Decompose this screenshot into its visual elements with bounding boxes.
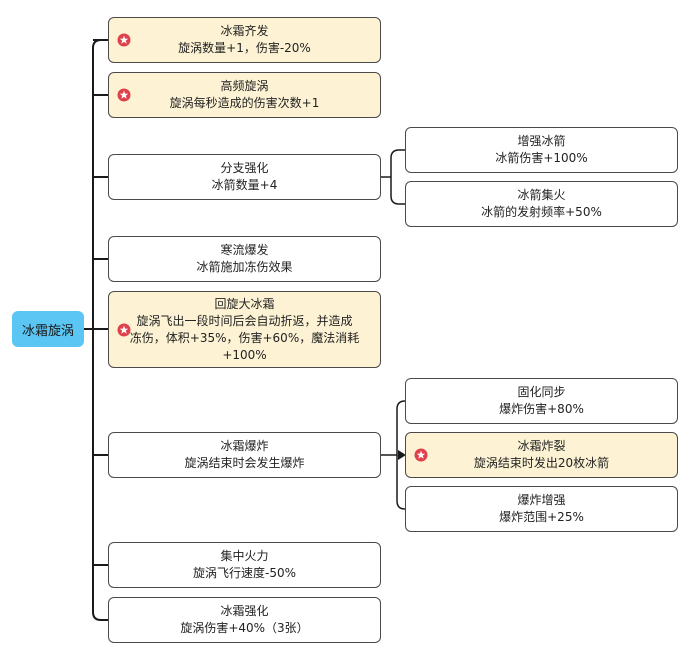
star-badge-icon	[117, 33, 131, 47]
node-guhua-tongbu: 固化同步 爆炸伤害+80%	[405, 378, 678, 424]
node-title: 集中火力	[220, 549, 269, 563]
connector-sub-bracket	[390, 149, 405, 205]
node-title: 回旋大冰霜	[214, 296, 275, 311]
node-hanliu-baofa: 寒流爆发 冰箭施加冻伤效果	[108, 236, 381, 282]
node-desc: 爆炸范围+25%	[499, 510, 584, 524]
root-node: 冰霜旋涡	[12, 311, 84, 347]
node-title: 冰霜炸裂	[517, 439, 566, 453]
star-badge-icon	[414, 448, 428, 462]
node-desc: 爆炸伤害+80%	[499, 402, 584, 416]
node-zengqiang-bingjian: 增强冰箭 冰箭伤害+100%	[405, 127, 678, 173]
node-desc: 冰箭施加冻伤效果	[196, 260, 293, 274]
node-desc: 旋涡飞出一段时间后会自动折返，并造成 冻伤，体积+35%，伤害+60%，魔法消耗…	[129, 313, 360, 362]
node-title: 分支强化	[220, 161, 269, 175]
star-badge-icon	[117, 88, 131, 102]
node-bingshuang-qifa: 冰霜齐发 旋涡数量+1，伤害-20%	[108, 17, 381, 63]
node-desc: 旋涡飞行速度-50%	[192, 566, 296, 580]
node-baozha-zengqiang: 爆炸增强 爆炸范围+25%	[405, 486, 678, 532]
node-desc: 旋涡伤害+40%（3张）	[180, 621, 309, 635]
node-desc: 冰箭数量+4	[211, 178, 278, 192]
node-desc: 旋涡数量+1，伤害-20%	[178, 41, 311, 55]
node-title: 寒流爆发	[220, 243, 269, 257]
node-jizhong-huoli: 集中火力 旋涡飞行速度-50%	[108, 542, 381, 588]
node-gaopin-xuanwo: 高频旋涡 旋涡每秒造成的伤害次数+1	[108, 72, 381, 118]
node-desc: 冰箭伤害+100%	[495, 151, 588, 165]
node-desc: 旋涡结束时会发生爆炸	[184, 456, 305, 470]
node-desc: 旋涡结束时发出20枚冰箭	[473, 456, 610, 470]
node-title: 冰箭集火	[517, 188, 566, 202]
star-badge-icon	[117, 323, 131, 336]
node-title: 高频旋涡	[220, 79, 269, 93]
node-desc: 冰箭的发射频率+50%	[481, 205, 602, 219]
node-bingshuang-baozha: 冰霜爆炸 旋涡结束时会发生爆炸	[108, 432, 381, 478]
node-title: 固化同步	[517, 385, 566, 399]
node-title: 爆炸增强	[517, 493, 566, 507]
node-bingjian-jihuo: 冰箭集火 冰箭的发射频率+50%	[405, 181, 678, 227]
node-title: 冰霜齐发	[220, 24, 269, 38]
node-bingshuang-zhalie: 冰霜炸裂 旋涡结束时发出20枚冰箭	[405, 432, 678, 478]
node-bingshuang-qianghua: 冰霜强化 旋涡伤害+40%（3张）	[108, 597, 381, 643]
node-huixuan-dabingshuang: 回旋大冰霜 旋涡飞出一段时间后会自动折返，并造成 冻伤，体积+35%，伤害+60…	[108, 291, 381, 368]
node-fenzhi-qianghua: 分支强化 冰箭数量+4	[108, 154, 381, 200]
node-title: 冰霜爆炸	[220, 439, 269, 453]
arrow-head-icon	[398, 450, 406, 460]
connector-sub-bracket	[396, 400, 406, 510]
root-label: 冰霜旋涡	[21, 323, 74, 339]
node-title: 冰霜强化	[220, 604, 269, 618]
node-title: 增强冰箭	[517, 134, 566, 148]
node-desc: 旋涡每秒造成的伤害次数+1	[169, 96, 320, 110]
